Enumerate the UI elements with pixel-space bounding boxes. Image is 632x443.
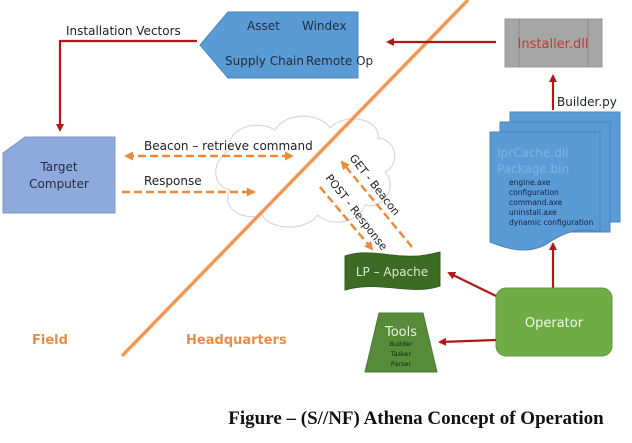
tools-item-tasker: Tasker bbox=[390, 350, 412, 358]
installation-vectors-arrow: Installation Vectors bbox=[56, 24, 197, 132]
response-label: Response bbox=[144, 174, 202, 188]
tools-item-parser: Parser bbox=[391, 360, 412, 368]
package-header-iprcache: IprCache.dll bbox=[497, 146, 569, 160]
package-item-dynamic-configuration: dynamic configuration bbox=[509, 218, 593, 227]
figure-caption-container: Figure – (S//NF) Athena Concept of Opera… bbox=[0, 408, 632, 430]
target-computer-box: Target Computer bbox=[2, 136, 116, 214]
package-item-command: command.axe bbox=[509, 198, 563, 207]
field-hq-divider bbox=[120, 0, 470, 358]
cloud-shape bbox=[215, 115, 396, 228]
installation-vectors-box: Asset Windex Supply Chain Remote Op bbox=[199, 11, 373, 79]
field-region-label: Field bbox=[32, 333, 68, 348]
operator-box: Operator bbox=[495, 287, 613, 357]
vector-supply-chain: Supply Chain bbox=[225, 54, 304, 68]
tools-box: Tools Builder Tasker Parser bbox=[364, 312, 438, 373]
lp-apache-label: LP – Apache bbox=[356, 265, 428, 279]
target-computer-line2: Computer bbox=[29, 177, 89, 191]
beacon-retrieve-arrow: Beacon – retrieve command bbox=[124, 139, 313, 161]
package-item-configuration: configuration bbox=[509, 188, 559, 197]
beacon-retrieve-label: Beacon – retrieve command bbox=[144, 139, 313, 153]
figure-caption: Figure – (S//NF) Athena Concept of Opera… bbox=[228, 408, 604, 429]
tools-item-builder: Builder bbox=[390, 340, 413, 348]
vector-remote-op: Remote Op bbox=[306, 54, 373, 68]
operator-label: Operator bbox=[525, 316, 584, 331]
package-header-package-bin: Package.bin bbox=[497, 162, 569, 176]
tools-title: Tools bbox=[384, 325, 417, 340]
builder-py-arrow: Builder.py bbox=[549, 74, 617, 110]
response-arrow: Response bbox=[122, 174, 256, 197]
package-stack: IprCache.dll Package.bin engine.axe conf… bbox=[489, 111, 621, 251]
package-item-engine: engine.axe bbox=[509, 178, 551, 187]
builder-py-label: Builder.py bbox=[557, 95, 617, 109]
vector-windex: Windex bbox=[302, 19, 346, 33]
installation-vectors-label: Installation Vectors bbox=[66, 24, 181, 38]
operator-to-tools-arrow bbox=[438, 337, 497, 346]
package-item-uninstall: uninstall.axe bbox=[509, 208, 557, 217]
vector-asset: Asset bbox=[247, 19, 280, 33]
installer-dll-label: Installer.dll bbox=[518, 37, 589, 52]
target-computer-line1: Target bbox=[39, 160, 77, 174]
lp-apache-box: LP – Apache bbox=[344, 251, 441, 291]
installer-dll-box: Installer.dll bbox=[504, 18, 603, 68]
headquarters-region-label: Headquarters bbox=[186, 333, 287, 348]
operator-to-lp-arrow bbox=[447, 272, 497, 297]
